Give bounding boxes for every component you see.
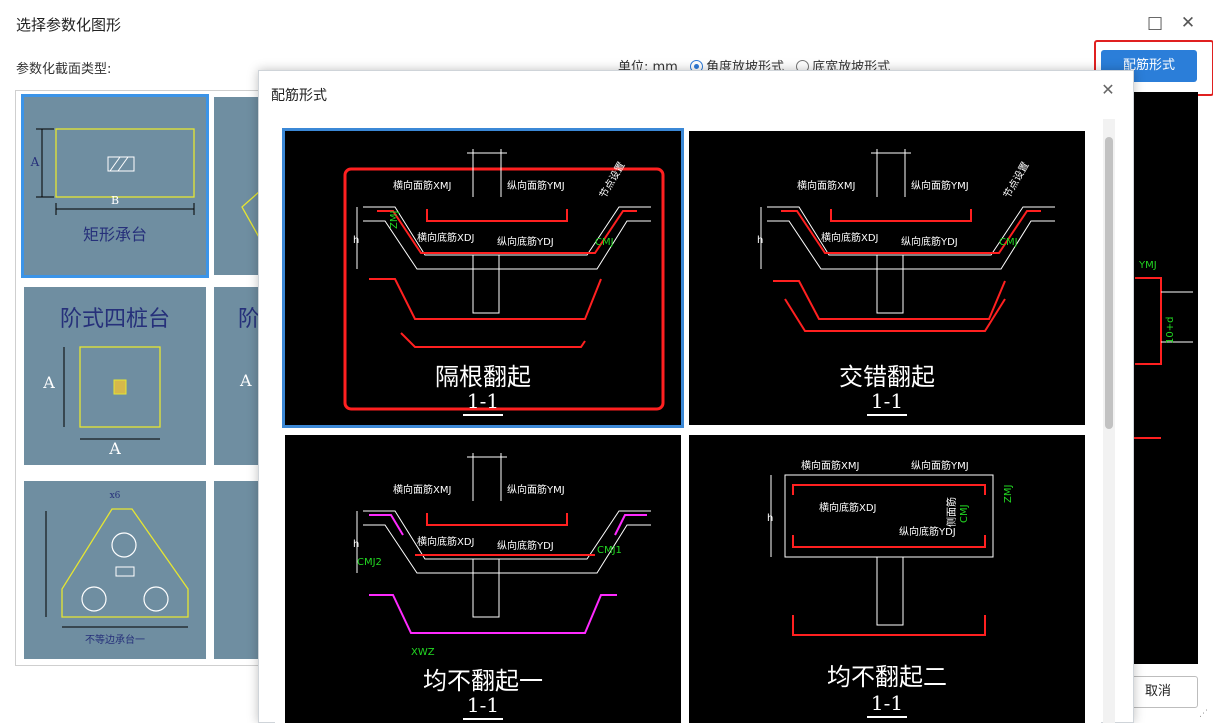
shape-cell-partial-2[interactable]: 阶 A (214, 287, 260, 465)
opt1-name: 隔根翻起 (435, 363, 531, 391)
opt2-label-ymj: 纵向面筋YMJ (911, 179, 969, 192)
opt4-label-xmj: 横向面筋XMJ (801, 459, 859, 472)
opt2-name: 交错翻起 (839, 363, 935, 391)
unequal-dim-x6: x6 (109, 491, 121, 501)
opt2-section: 1-1 (689, 389, 1085, 416)
shape-cell-partial-3[interactable] (214, 481, 260, 659)
scrollbar-thumb[interactable] (1105, 137, 1113, 429)
opt3-name: 均不翻起一 (423, 667, 543, 695)
dialog-close-icon[interactable]: ✕ (1101, 80, 1115, 99)
stepped-cap-caption: 阶式四桩台 (59, 307, 170, 332)
opt4-label-zmj: ZMJ (1003, 485, 1014, 503)
partial-2-dim: A (240, 371, 252, 390)
opt4-label-h: h (767, 513, 773, 524)
rect-cap-caption: 矩形承台 (82, 225, 147, 244)
opt4-label-xdj: 横向底筋XDJ (819, 501, 877, 514)
preview-panel: YMJ 10+d (1133, 92, 1198, 664)
opt1-label-zmj: ZMJ (389, 211, 400, 229)
opt2-label-ydj: 纵向底筋YDJ (901, 235, 958, 248)
opt1-label-h: h (353, 235, 359, 246)
opt3-label-ymj: 纵向面筋YMJ (507, 483, 565, 496)
resize-grip-icon[interactable]: ⋰ (1199, 709, 1208, 719)
stepped-cap-drawing (63, 346, 161, 440)
opt4-label-ymj: 纵向面筋YMJ (911, 459, 969, 472)
rebar-option-staggered-bend[interactable]: 横向面筋XMJ 纵向面筋YMJ 横向底筋XDJ 纵向底筋YDJ CMJ 节点设置… (689, 131, 1085, 425)
dialog-scrollbar[interactable] (1103, 119, 1115, 723)
partial-2-caption: 阶 (238, 307, 261, 332)
preview-label-ymj: YMJ (1138, 260, 1157, 271)
opt1-label-xmj: 横向面筋XMJ (393, 179, 451, 192)
opt3-label-xdj: 横向底筋XDJ (417, 535, 475, 548)
opt3-label-cmj2: CMJ2 (357, 557, 382, 568)
opt2-label-xdj: 横向底筋XDJ (821, 231, 879, 244)
stepped-dim-b: A (109, 439, 121, 458)
opt3-label-xmj: 横向面筋XMJ (393, 483, 451, 496)
opt4-label-cmj: CMJ (959, 504, 970, 523)
opt2-label-xmj: 横向面筋XMJ (797, 179, 855, 192)
maximize-icon[interactable]: □ (1146, 13, 1164, 33)
shape-cell-rect-cap[interactable]: A B 矩形承台 (21, 94, 209, 278)
opt3-label-cmj1: CMJ1 (597, 545, 622, 556)
rect-cap-drawing (36, 128, 195, 215)
dialog-title: 配筋形式 (271, 88, 327, 104)
rect-dim-a: A (30, 155, 40, 169)
opt2-label-cmj: CMJ (999, 237, 1018, 248)
opt2-label-h: h (757, 235, 763, 246)
unequal-cap-drawing (45, 508, 189, 628)
shape-grid: A B 矩形承台 阶式四桩台 A A 阶 A (15, 90, 261, 666)
shape-cell-stepped-four-pile[interactable]: 阶式四桩台 A A (24, 287, 206, 465)
opt1-label-ydj: 纵向底筋YDJ (497, 235, 554, 248)
opt4-label-ydj: 纵向底筋YDJ (899, 525, 956, 538)
unequal-cap-caption: 不等边承台一 (85, 635, 145, 646)
preview-label-10d: 10+d (1165, 317, 1176, 344)
rebar-option-alternate-bend[interactable]: 横向面筋XMJ 纵向面筋YMJ 横向底筋XDJ 纵向底筋YDJ CMJ 节点设置… (282, 128, 684, 428)
no-bend-2-drawing: 横向面筋XMJ 纵向面筋YMJ 横向底筋XDJ 纵向底筋YDJ 侧面筋 CMJ … (767, 459, 1014, 636)
preview-drawing: YMJ 10+d (1133, 260, 1193, 439)
opt1-section: 1-1 (285, 389, 681, 416)
rebar-options-list: 横向面筋XMJ 纵向面筋YMJ 横向底筋XDJ 纵向底筋YDJ CMJ 节点设置… (275, 119, 1101, 723)
opt1-label-jgd: 节点设置 (597, 160, 627, 201)
partial-shape-drawing (241, 190, 261, 240)
rect-dim-b: B (110, 194, 120, 207)
staggered-bend-drawing: 横向面筋XMJ 纵向面筋YMJ 横向底筋XDJ 纵向底筋YDJ CMJ 节点设置… (757, 149, 1055, 332)
rebar-option-no-bend-1[interactable]: 横向面筋XMJ 纵向面筋YMJ 横向底筋XDJ 纵向底筋YDJ CMJ1 CMJ… (285, 435, 681, 723)
opt3-label-ydj: 纵向底筋YDJ (497, 539, 554, 552)
shape-cell-partial-1[interactable] (214, 97, 261, 275)
opt4-name: 均不翻起二 (827, 663, 947, 691)
rebar-form-dialog: 配筋形式 ✕ 横向面筋XMJ 纵向面筋YMJ 横向底筋XDJ 纵向底筋YDJ (258, 70, 1134, 723)
no-bend-1-drawing: 横向面筋XMJ 纵向面筋YMJ 横向底筋XDJ 纵向底筋YDJ CMJ1 CMJ… (353, 453, 651, 658)
alternate-bend-drawing: 横向面筋XMJ 纵向面筋YMJ 横向底筋XDJ 纵向底筋YDJ CMJ 节点设置… (343, 149, 665, 411)
opt1-label-ymj: 纵向面筋YMJ (507, 179, 565, 192)
opt1-label-xdj: 横向底筋XDJ (417, 231, 475, 244)
opt3-label-xwz: XWZ (411, 647, 435, 658)
opt2-label-jgd: 节点设置 (1001, 160, 1031, 201)
opt3-section: 1-1 (285, 693, 681, 720)
window-title: 选择参数化图形 (16, 16, 122, 34)
stepped-dim-a: A (43, 373, 55, 392)
close-icon[interactable]: ✕ (1180, 13, 1196, 33)
shape-cell-unequal-cap[interactable]: x6 不等边承台一 (24, 481, 206, 659)
opt1-label-cmj: CMJ (595, 237, 614, 248)
opt4-label-side: 侧面筋 (945, 497, 958, 527)
rebar-option-no-bend-2[interactable]: 横向面筋XMJ 纵向面筋YMJ 横向底筋XDJ 纵向底筋YDJ 侧面筋 CMJ … (689, 435, 1085, 723)
opt3-label-h: h (353, 539, 359, 550)
opt4-section: 1-1 (689, 691, 1085, 718)
section-type-label: 参数化截面类型: (16, 62, 112, 77)
